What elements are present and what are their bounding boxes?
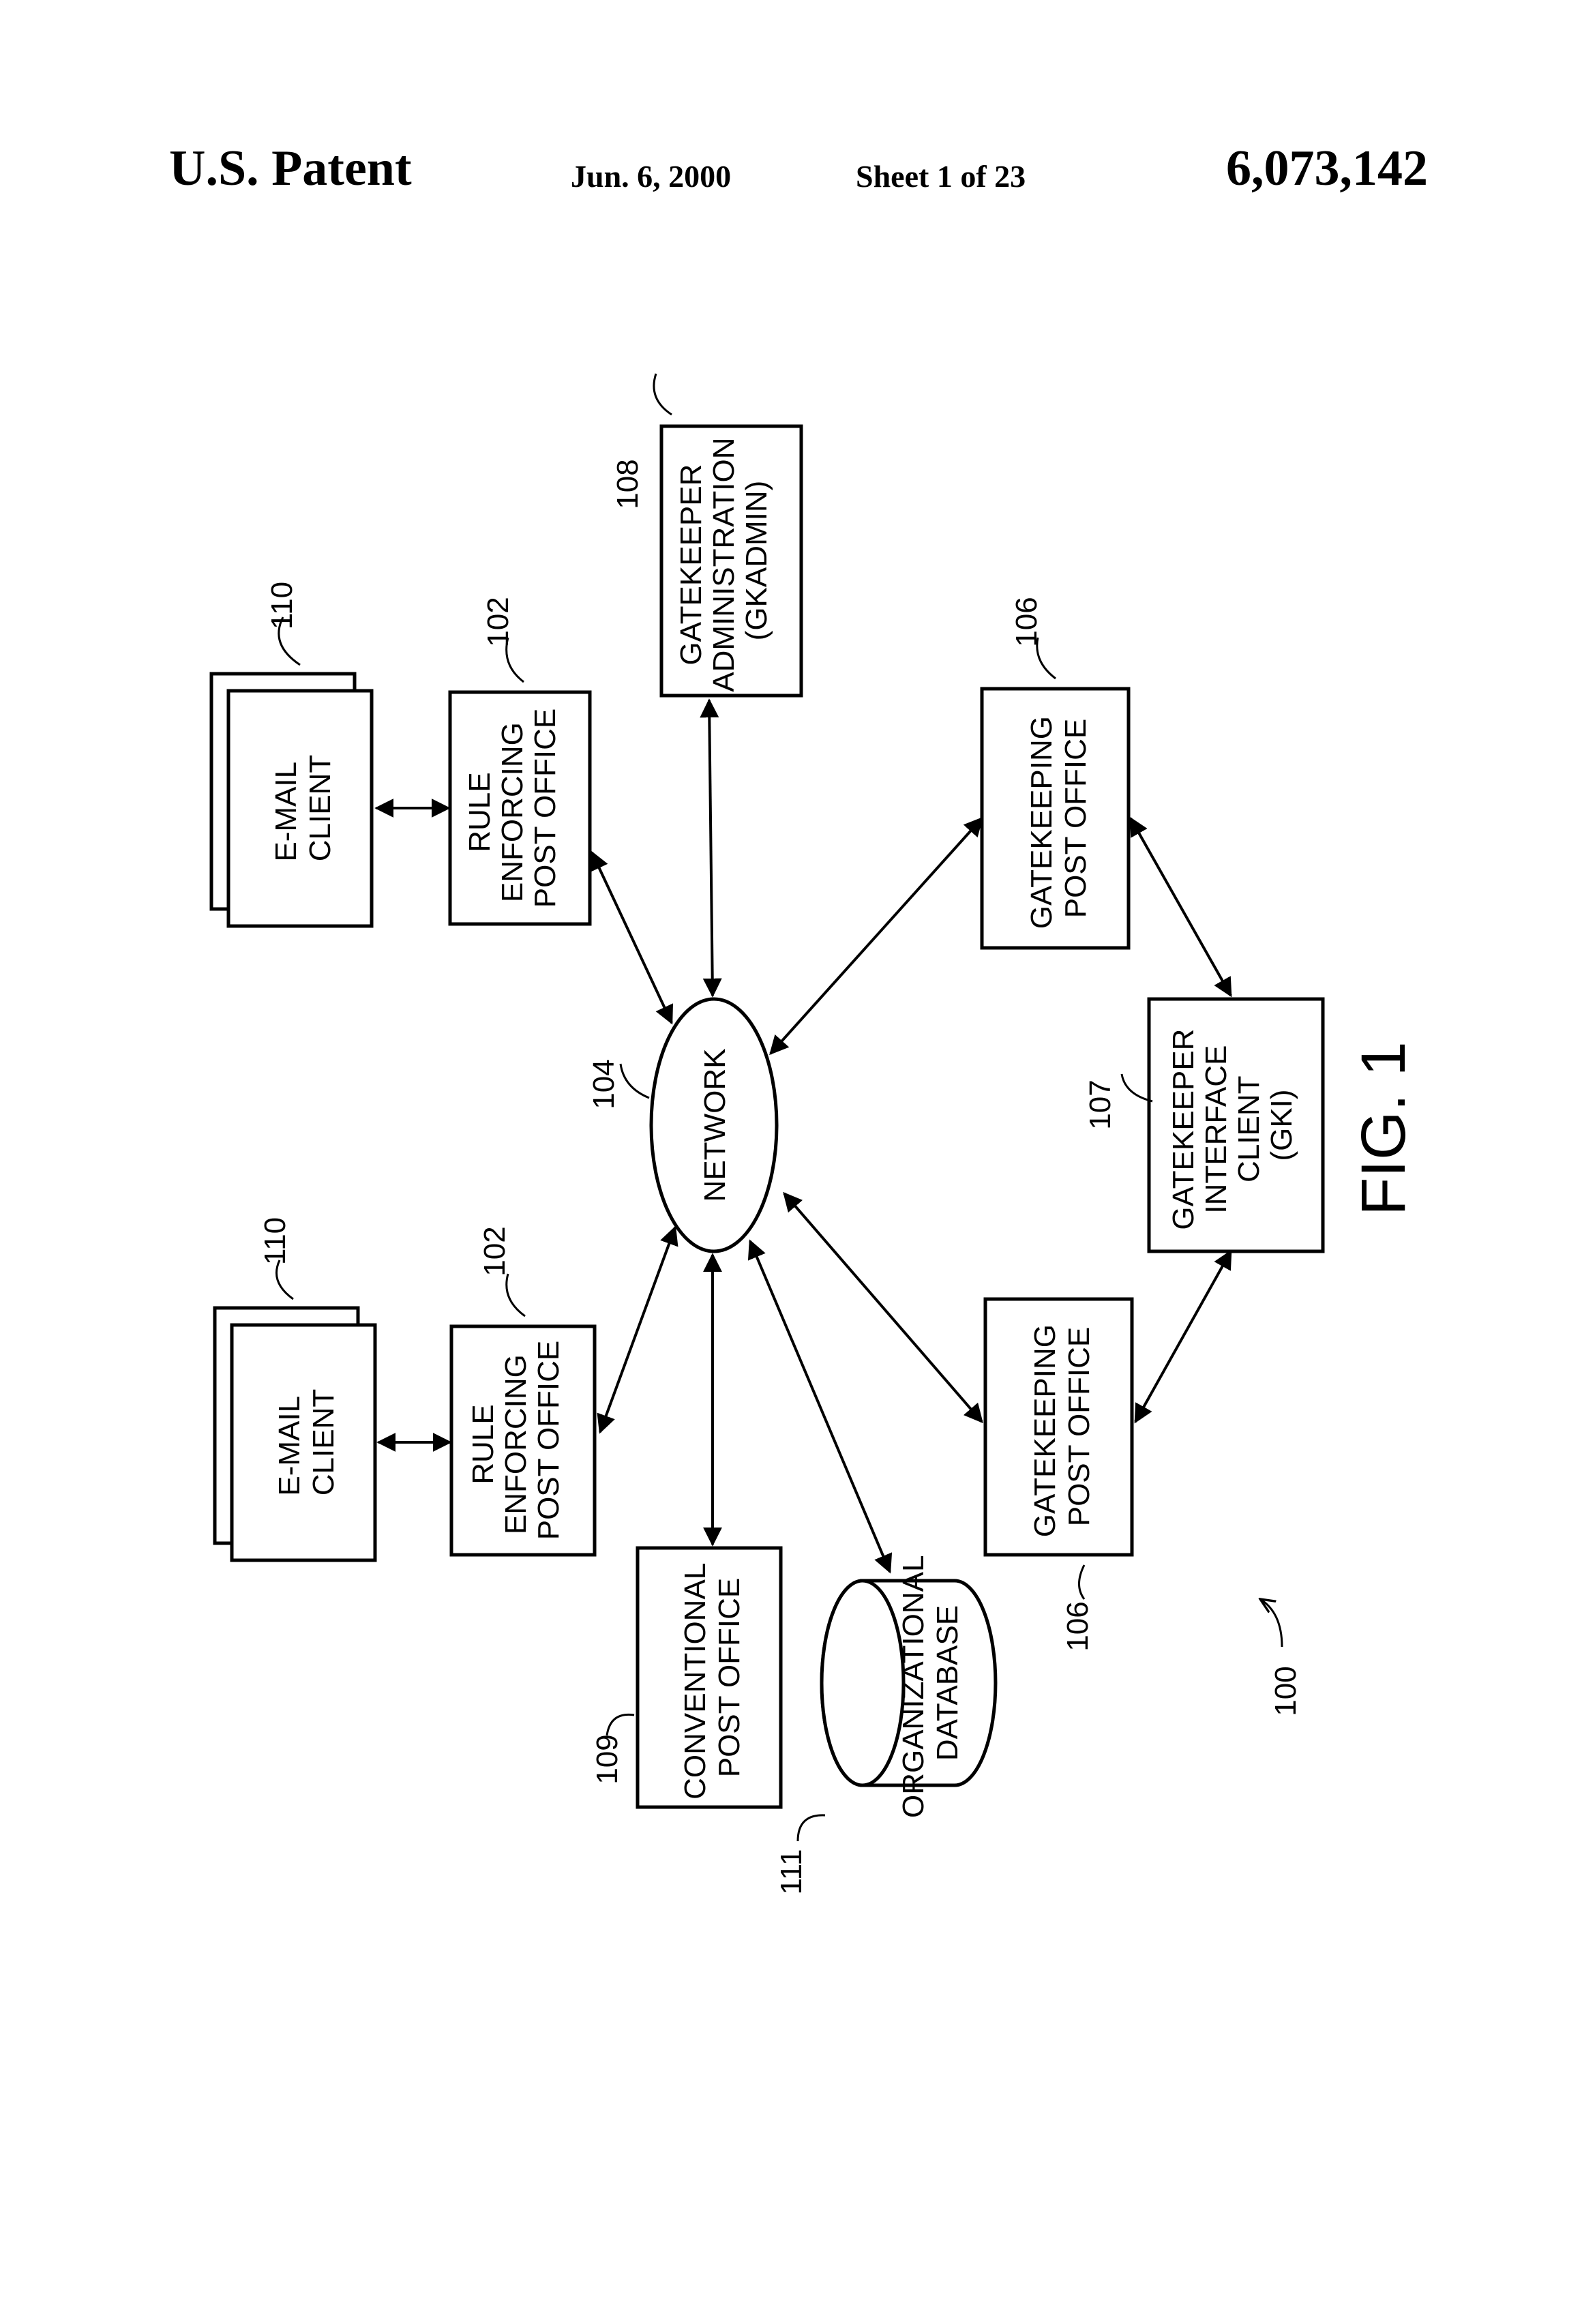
gk-po-node-b: GATEKEEPING POST OFFICE 106: [985, 1299, 1132, 1652]
ref-107: 107: [1084, 1079, 1117, 1129]
gk-admin-line-2: ADMINISTRATION: [707, 438, 741, 692]
svg-text:E-MAIL CLIENT: E-MAIL CLIENT: [269, 754, 337, 861]
gk-admin-line-1: GATEKEEPER: [674, 464, 708, 666]
ref-109: 109: [591, 1734, 624, 1784]
connector-network-to-gk-po-a: [771, 818, 982, 1054]
gki-line-3: CLIENT: [1232, 1076, 1266, 1182]
ref-102-a: 102: [481, 597, 515, 646]
rule-po-b-line-2: ENFORCING: [499, 1354, 533, 1534]
email-client-node-a: E-MAIL CLIENT 110: [211, 582, 372, 926]
network-label: NETWORK: [698, 1049, 732, 1202]
connector-gk-admin-to-network: [709, 700, 713, 996]
conventional-po-line-1: CONVENTIONAL: [678, 1563, 712, 1800]
org-db-node: ORGANIZATIONAL DATABASE 111: [775, 1548, 996, 1894]
network-node: NETWORK 104: [587, 999, 777, 1251]
rule-po-b-line-3: POST OFFICE: [532, 1341, 565, 1540]
connector-gk-po-a-to-gki: [1131, 818, 1231, 996]
ref-111: 111: [775, 1849, 808, 1895]
ref-106-b: 106: [1061, 1601, 1094, 1651]
email-client-b-line-2: CLIENT: [307, 1389, 340, 1495]
rule-po-node-b: RULE ENFORCING POST OFFICE 102: [451, 1226, 595, 1555]
figure-ref-100: 100: [1260, 1599, 1302, 1716]
ref-108: 108: [611, 459, 644, 509]
figure-label: FIG. 1: [1349, 1041, 1418, 1216]
email-client-b-line-1: E-MAIL: [273, 1396, 306, 1495]
connector-gk-po-b-to-gki: [1135, 1251, 1231, 1422]
gki-line-4: (GKI): [1265, 1089, 1298, 1161]
ref-104: 104: [587, 1059, 621, 1109]
svg-text:GATEKEEPING POST OFFICE: GATEKEEPING POST OFFICE: [1025, 708, 1092, 929]
gk-po-node-a: GATEKEEPING POST OFFICE 106: [982, 597, 1129, 948]
conventional-po-line-2: POST OFFICE: [713, 1578, 746, 1778]
rule-po-a-line-1: RULE: [463, 772, 496, 852]
ref-110-b: 110: [258, 1217, 292, 1265]
gk-admin-line-3: (GKADMIN): [740, 481, 773, 641]
svg-text:GATEKEEPING POST OFFICE: GATEKEEPING POST OFFICE: [1028, 1316, 1096, 1537]
gk-admin-node: GATEKEEPER ADMINISTRATION (GKADMIN) 108: [611, 374, 801, 696]
ref-106-a: 106: [1010, 597, 1043, 646]
rule-po-a-line-3: POST OFFICE: [528, 709, 562, 908]
rule-po-a-line-2: ENFORCING: [496, 722, 529, 902]
rule-po-b-line-1: RULE: [466, 1404, 500, 1484]
gki-node: GATEKEEPER INTERFACE CLIENT (GKI) 107: [1084, 999, 1323, 1251]
connector-rule-po-b-to-network: [600, 1227, 675, 1432]
gki-line-2: INTERFACE: [1199, 1045, 1233, 1214]
ref-102-b: 102: [478, 1226, 511, 1276]
connector-rule-po-a-to-network: [592, 852, 672, 1023]
email-client-a-line-1: E-MAIL: [269, 762, 303, 861]
gk-po-a-line-2: POST OFFICE: [1059, 719, 1092, 919]
gk-po-b-line-1: GATEKEEPING: [1028, 1324, 1062, 1537]
gk-po-b-line-2: POST OFFICE: [1062, 1327, 1096, 1527]
svg-text:CONVENTIONAL POST OFFICE: CONVENTIONAL POST OFFICE: [678, 1555, 746, 1800]
svg-text:E-MAIL CLIENT: E-MAIL CLIENT: [273, 1388, 340, 1495]
gk-po-a-line-1: GATEKEEPING: [1025, 716, 1058, 929]
connector-network-to-gk-po-b: [784, 1193, 982, 1422]
gki-line-1: GATEKEEPER: [1167, 1029, 1200, 1230]
rule-po-node-a: RULE ENFORCING POST OFFICE 102: [450, 597, 590, 924]
email-client-node-b: E-MAIL CLIENT 110: [215, 1217, 375, 1560]
ref-100: 100: [1269, 1666, 1302, 1716]
email-client-a-line-2: CLIENT: [303, 755, 337, 861]
org-db-line-1: ORGANIZATIONAL: [897, 1555, 930, 1818]
conventional-po-node: CONVENTIONAL POST OFFICE 109: [591, 1548, 781, 1807]
ref-110-a: 110: [265, 582, 299, 629]
org-db-line-2: DATABASE: [931, 1605, 964, 1761]
